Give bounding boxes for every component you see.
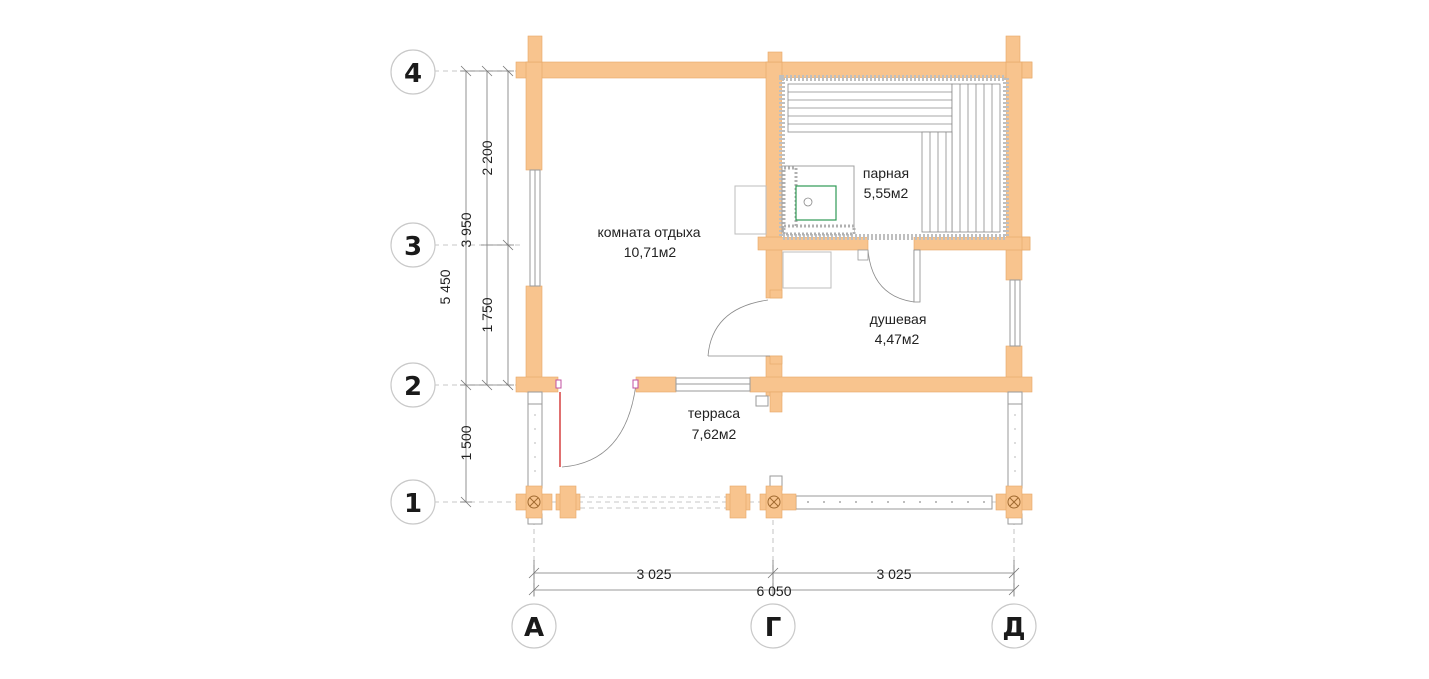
axis-col-a: А (511, 603, 557, 649)
axis-row-4: 4 (390, 49, 436, 95)
axis-row-3: 3 (390, 222, 436, 268)
axis-row-3-label: 3 (404, 232, 422, 262)
axis-row-2: 2 (390, 362, 436, 408)
axis-col-g-label: Г (765, 613, 782, 643)
dim-h-right: 3 025 (876, 566, 911, 582)
stove (781, 165, 856, 236)
axis-col-d-label: Д (1002, 613, 1025, 643)
dim-h-left: 3 025 (636, 566, 671, 582)
room-name-steam: парная (863, 165, 909, 181)
axis-markers: 4 3 2 1 А Г Д (390, 49, 1037, 649)
axis-col-a-label: А (524, 613, 544, 643)
axis-row-1-label: 1 (404, 489, 422, 519)
walls (515, 35, 1033, 413)
dim-v-2-1: 1 500 (458, 425, 474, 460)
axis-row-2-label: 2 (404, 372, 422, 402)
room-area-shower: 4,47м2 (875, 331, 920, 347)
dim-v-3-2: 1 750 (479, 297, 495, 332)
horizontal-dimensions: 3 025 3 025 6 050 (528, 560, 1020, 599)
room-area-terrace: 7,62м2 (692, 426, 737, 442)
room-name-terrace: терраса (688, 405, 740, 421)
dim-v-4-3: 2 200 (479, 140, 495, 175)
axis-row-1: 1 (390, 479, 436, 525)
vertical-dimensions: 2 200 1 750 3 950 5 450 1 500 (437, 65, 514, 508)
dim-h-total: 6 050 (756, 583, 791, 599)
room-area-rest: 10,71м2 (624, 244, 677, 260)
room-labels: комната отдыха 10,71м2 парная 5,55м2 душ… (597, 165, 926, 442)
furniture (734, 185, 832, 289)
room-name-rest: комната отдыха (597, 224, 700, 240)
axis-row-4-label: 4 (404, 59, 422, 89)
room-name-shower: душевая (870, 311, 927, 327)
dim-v-4-2: 3 950 (458, 212, 474, 247)
dim-v-total: 5 450 (437, 269, 453, 304)
room-area-steam: 5,55м2 (864, 185, 909, 201)
axis-col-d: Д (991, 603, 1037, 649)
windows (529, 169, 1021, 392)
axis-col-g: Г (750, 603, 796, 649)
doors (555, 249, 921, 468)
terrace (515, 391, 1033, 525)
